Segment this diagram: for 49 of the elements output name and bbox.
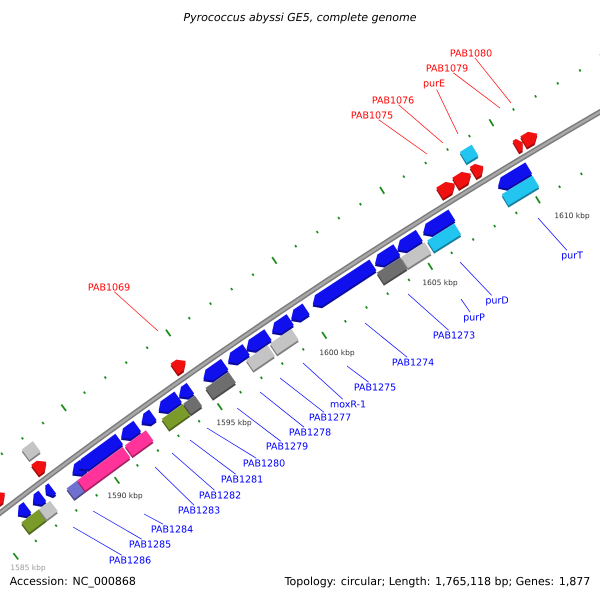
leader-line [190,440,236,475]
leader-line [114,291,158,332]
gene-label: PAB1079 [426,64,468,72]
leader-line [398,104,444,144]
gene-label: PAB1285 [130,540,170,548]
gene-label: PAB1076 [372,96,414,104]
gene-label: PAB1283 [178,506,220,514]
leader-line [154,466,194,506]
gene-label: purE [424,80,444,88]
gene-label: PAB1069 [88,283,130,291]
gene-label: PAB1284 [152,525,193,533]
gene-label: PAB1282 [200,491,240,499]
leader-line [302,362,344,400]
gene-label: PAB1281 [222,475,262,483]
leader-line [474,57,512,104]
leader-line [260,392,304,428]
title: Pyrococcus abyssi GE5, complete genome [184,12,416,24]
gene-label: purD [486,296,508,306]
leader-line [378,119,428,154]
gene-label: PAB1080 [450,49,492,57]
leader-line [236,408,282,442]
gene-label: PAB1286 [110,556,151,564]
gene-label: PAB1277 [310,413,350,421]
leader-line [538,218,568,251]
leader-line [172,452,215,491]
leader-line [92,510,142,540]
gene-label: PAB1280 [244,459,285,467]
leader-line [408,294,449,331]
leader-line [280,378,324,413]
gene-label: PAB1278 [290,428,330,436]
leader-line [436,89,458,134]
gene-label: PAB1273 [434,331,474,339]
leader-line [453,72,500,108]
leader-line [72,526,122,556]
leader-line [364,322,408,358]
leader-line [460,298,470,313]
leader-line [206,428,257,459]
leader-line [460,262,492,296]
gene-label: PAB1279 [266,442,308,450]
leader-line [346,366,369,383]
gene-label: PAB1275 [354,383,396,391]
topology-text: Topology: circular; Length: 1,765,118 bp; Genes: 1,877 [284,576,590,588]
accession-text: Accession: NC_000868 [10,576,136,588]
gene-label: moxR-1 [330,400,366,408]
gene-label: PAB1274 [392,358,434,366]
gene-label: purT [562,252,583,260]
leader-line [144,514,164,525]
gene-label: purP [464,314,485,322]
gene-label: PAB1075 [352,111,392,119]
